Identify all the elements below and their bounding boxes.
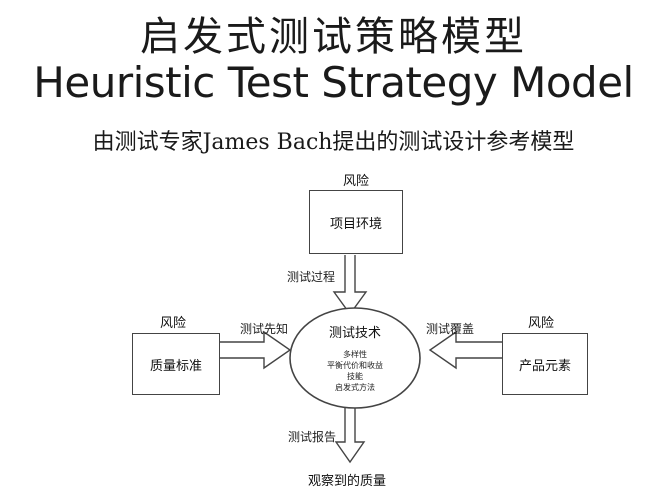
- risk-label-top: 风险: [343, 174, 370, 189]
- test-coverage-label: 测试覆盖: [426, 322, 475, 336]
- test-process-label: 测试过程: [287, 270, 336, 284]
- test-report-label: 测试报告: [288, 430, 337, 444]
- test-techniques-content: 测试技术 多样性 平衡代价和收益 技能 启发式方法: [300, 322, 410, 393]
- title-chinese: 启发式测试策略模型: [140, 14, 527, 60]
- subtitle: 由测试专家James Bach提出的测试设计参考模型: [92, 130, 575, 155]
- product-elements-box: 产品元素: [502, 333, 588, 395]
- technique-item: 平衡代价和收益: [327, 361, 383, 370]
- project-environment-box: 项目环境: [309, 190, 403, 254]
- quality-criteria-box: 质量标准: [132, 333, 220, 395]
- technique-item: 多样性: [343, 350, 367, 359]
- technique-item: 技能: [347, 372, 363, 381]
- test-oracle-label: 测试先知: [240, 322, 289, 336]
- observed-quality-label: 观察到的质量: [308, 474, 387, 489]
- test-techniques-title: 测试技术: [328, 326, 381, 341]
- quality-criteria-label: 质量标准: [149, 358, 202, 374]
- title-english: Heuristic Test Strategy Model: [33, 58, 634, 107]
- project-environment-label: 项目环境: [329, 216, 382, 232]
- arrow-left: [218, 330, 292, 370]
- risk-label-right: 风险: [528, 316, 555, 331]
- center-ellipse: [289, 307, 421, 409]
- arrow-top: [332, 255, 368, 316]
- arrow-bottom: [334, 408, 366, 464]
- technique-item: 启发式方法: [335, 383, 375, 392]
- arrow-right: [428, 330, 502, 370]
- product-elements-label: 产品元素: [518, 358, 571, 374]
- risk-label-left: 风险: [160, 316, 187, 331]
